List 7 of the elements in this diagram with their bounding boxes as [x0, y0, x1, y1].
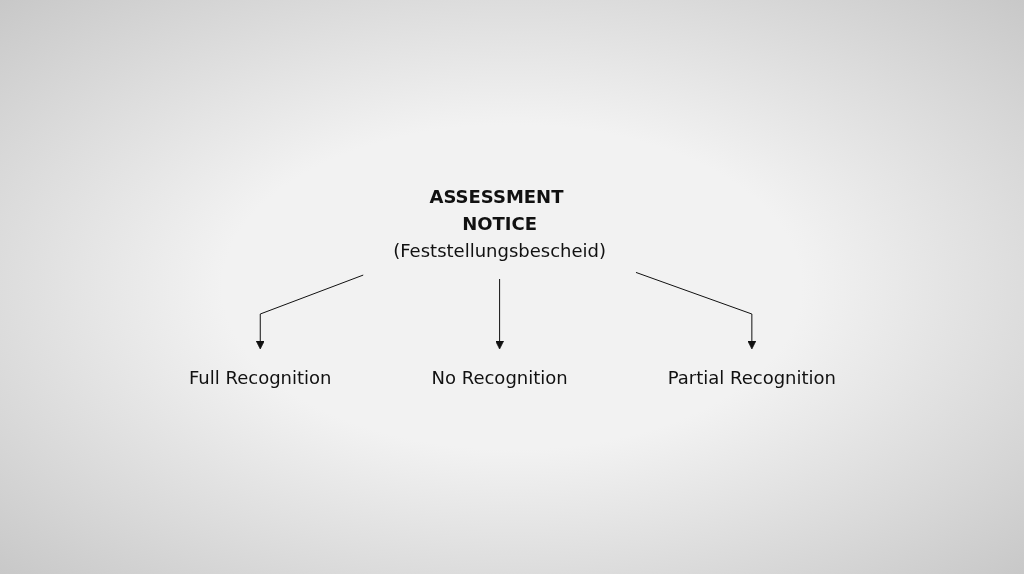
node-text: Full Recognition [188, 367, 331, 388]
arrow [635, 271, 756, 350]
node-text: ASSESSMENT NOTICE (Feststellungsbescheid) [392, 186, 606, 261]
arrow [255, 274, 364, 350]
arrow [494, 278, 504, 350]
node-text: Partial Recognition [667, 367, 836, 388]
node-text: No Recognition [431, 367, 568, 388]
